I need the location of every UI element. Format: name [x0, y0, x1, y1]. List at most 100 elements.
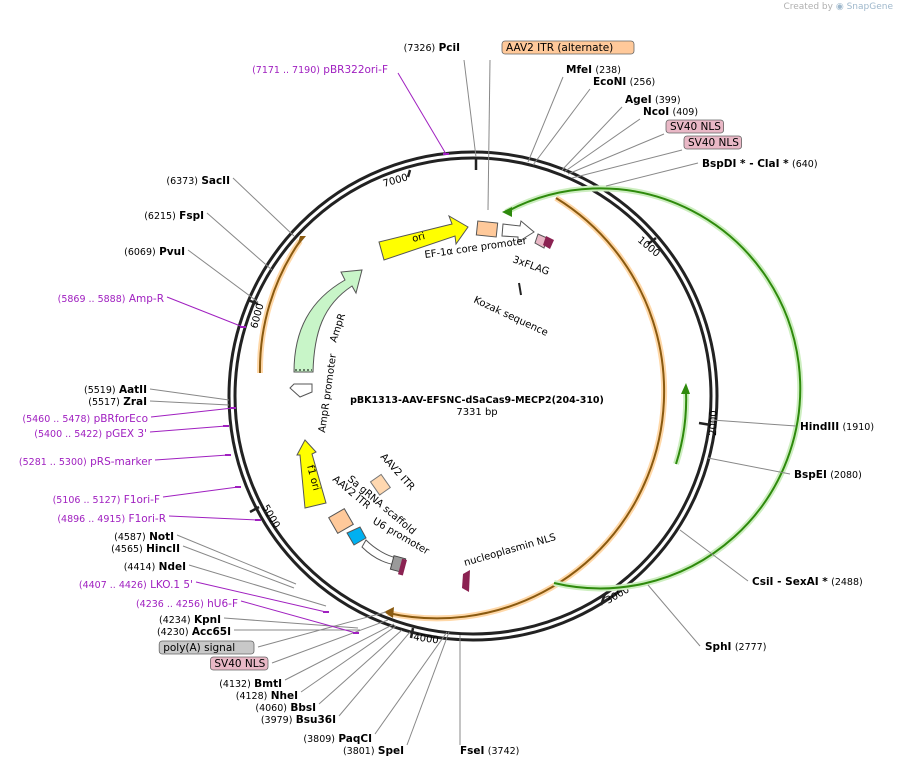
label-name-spei: SpeI — [378, 745, 404, 757]
label-name-agei: AgeI — [625, 94, 652, 106]
label-fsei: FseI (3742) — [460, 745, 519, 757]
label-text-pci: (7326) PciI — [404, 42, 460, 54]
leader-csii — [679, 529, 749, 582]
nucleoplasmin-feature: nucleoplasmin NLS — [462, 532, 557, 592]
label-pos-hu6f: (4236 .. 4256) — [136, 599, 204, 610]
label-f1orif: (5106 .. 5127) F1ori-F — [53, 494, 160, 506]
label-pos-mfei: (238) — [595, 65, 621, 76]
label-pos-ndei: (4414) — [124, 562, 156, 573]
label-box-polya — [158, 640, 255, 655]
label-name-kpni: KpnI — [194, 614, 221, 626]
leader-bbsi — [318, 629, 403, 705]
ampr-promoter-label: AmpR promoter — [317, 352, 339, 433]
leader-noti — [176, 534, 297, 585]
green-arc-mecp2 — [675, 389, 688, 465]
label-name-ncoi: NcoI — [643, 106, 669, 118]
label-text-pvui: (6069) PvuI — [124, 246, 185, 258]
label-pos-zrai: (5517) — [88, 397, 120, 408]
orange-arc-left — [258, 240, 301, 374]
label-zrai: (5517) ZraI — [88, 396, 147, 408]
leader-hindiii — [711, 419, 797, 427]
label-name-pvui: PvuI — [159, 246, 185, 258]
label-bsu36i: (3979) Bsu36I — [261, 714, 336, 726]
label-text-bmti: (4132) BmtI — [219, 678, 282, 690]
label-bbsi: (4060) BbsI — [255, 702, 316, 714]
label-spei: (3801) SpeI — [343, 745, 404, 757]
label-text-sphi: SphI (2777) — [705, 641, 766, 653]
label-hu6f: (4236 .. 4256) hU6-F — [136, 598, 238, 610]
tick-label-4000: 4000 — [413, 632, 440, 646]
label-text-bsu36i: (3979) Bsu36I — [261, 714, 336, 726]
label-box-sv40c — [209, 656, 269, 671]
leader-nhei — [300, 625, 397, 693]
label-pos-spei: (3801) — [343, 746, 375, 757]
label-text-fspi: (6215) FspI — [144, 210, 204, 222]
label-mfei: MfeI (238) — [566, 64, 621, 76]
leader-zrai — [149, 400, 230, 406]
label-acc65i: (4230) Acc65I — [157, 626, 231, 638]
label-text-bbsi: (4060) BbsI — [255, 702, 316, 714]
label-pos-ampr_p: (5869 .. 5888) — [58, 294, 126, 305]
label-lko15: (4407 .. 4426) LKO.1 5' — [79, 579, 193, 591]
label-pos-csii: (2488) — [831, 577, 863, 588]
orange-arc-left-head — [297, 236, 306, 247]
label-name-pbr322: pBR322ori-F — [323, 64, 388, 76]
label-fspi: (6215) FspI — [144, 210, 204, 222]
label-name-pbrfor: pBRforEco — [94, 413, 148, 425]
label-name-f1orir: F1ori-R — [129, 513, 166, 525]
label-name-aatii: AatII — [119, 384, 147, 396]
label-name-hindiii: HindIII — [800, 421, 839, 433]
label-pos-pgex3: (5400 .. 5422) — [34, 429, 102, 440]
label-pos-pci: (7326) — [404, 43, 436, 54]
label-name-hincii: HincII — [146, 543, 180, 555]
label-text-bspdi: BspDI * - ClaI * (640) — [702, 158, 818, 170]
label-pbr322: (7171 .. 7190) pBR322ori-F — [252, 64, 388, 76]
label-name-acc65i: Acc65I — [192, 626, 231, 638]
label-name-sphi: SphI — [705, 641, 731, 653]
leader-ampr_p — [166, 296, 244, 328]
label-pos-bsu36i: (3979) — [261, 715, 293, 726]
label-name-sacii: SacII — [201, 175, 230, 187]
label-text-zrai: (5517) ZraI — [88, 396, 147, 408]
label-text-acc65i: (4230) Acc65I — [157, 626, 231, 638]
orange-arc-right-head — [384, 607, 394, 618]
leader-bspdi — [605, 162, 699, 187]
label-pos-bspei: (2080) — [830, 470, 862, 481]
label-pos-pbrfor: (5460 .. 5478) — [22, 414, 90, 425]
leader-sv40b — [571, 149, 683, 179]
label-name-pci: PciI — [439, 42, 460, 54]
label-name-bspei: BspEI — [794, 469, 827, 481]
label-pos-aatii: (5519) — [84, 385, 116, 396]
label-text-sacii: (6373) SacII — [166, 175, 230, 187]
label-aav2alt: AAV2 ITR (alternate) — [501, 40, 635, 55]
leader-pbrfor — [150, 407, 234, 418]
leader-agei — [561, 106, 623, 171]
f1-ori-feature: f1 ori — [296, 439, 327, 509]
label-pos-acc65i: (4230) — [157, 627, 189, 638]
label-pos-bmti: (4132) — [219, 679, 251, 690]
site-labels: (7326) PciI AAV2 ITR (alternate) MfeI (238… — [19, 40, 874, 757]
leader-sv40c — [271, 619, 389, 664]
leader-f1orir — [168, 515, 259, 521]
label-ncoi: NcoI (409) — [643, 106, 698, 118]
label-pos-f1orir: (4896 .. 4915) — [57, 514, 125, 525]
label-text-fsei: FseI (3742) — [460, 745, 519, 757]
label-hindiii: HindIII (1910) — [800, 421, 874, 433]
label-csii: CsiI - SexAI * (2488) — [752, 576, 863, 588]
leader-prsm — [154, 454, 229, 461]
label-pos-agei: (399) — [655, 95, 681, 106]
label-text-spei: (3801) SpeI — [343, 745, 404, 757]
label-name-csii: CsiI - SexAI * — [752, 576, 828, 588]
label-box-sv40a — [665, 119, 724, 134]
label-text-nhei: (4128) NheI — [236, 690, 298, 702]
label-text-pbrfor: (5460 .. 5478) pBRforEco — [22, 413, 148, 425]
leader-hu6f — [240, 600, 357, 634]
label-name-hu6f: hU6-F — [207, 598, 238, 610]
label-noti: (4587) NotI — [114, 531, 174, 543]
snapgene-logo-icon: ◉ — [835, 2, 844, 12]
label-pos-lko15: (4407 .. 4426) — [79, 580, 147, 591]
label-pgex3: (5400 .. 5422) pGEX 3' — [34, 428, 147, 440]
label-text-polya: poly(A) signal — [163, 642, 235, 654]
label-ndei: (4414) NdeI — [124, 561, 186, 573]
